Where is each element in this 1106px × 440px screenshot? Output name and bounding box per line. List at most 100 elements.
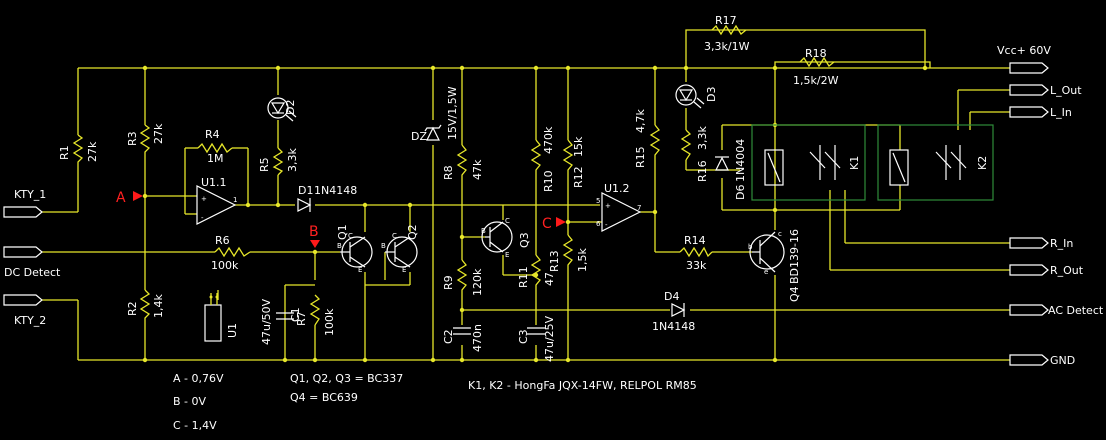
r15-name: R15 (634, 146, 647, 168)
r7-value: 100k (323, 308, 336, 336)
port-r-in-label: R_In (1050, 237, 1073, 250)
diode-d6 (715, 156, 729, 171)
d3-name: D3 (705, 87, 718, 102)
marker-c-label: C (542, 216, 552, 232)
svg-text:C: C (348, 232, 353, 240)
r17-symbol (711, 24, 747, 36)
r6-value: 100k (211, 259, 239, 272)
svg-text:B: B (381, 242, 386, 250)
zener-dz (424, 124, 442, 141)
svg-text:6: 6 (596, 220, 601, 228)
r8-name: R8 (442, 165, 455, 180)
c2-name: C2 (442, 329, 455, 344)
c3-name: C3 (517, 329, 530, 344)
r7-symbol (309, 294, 321, 326)
port-vcc-label: Vcc+ 60V (997, 44, 1051, 57)
r6-name: R6 (215, 234, 230, 247)
r11-symbol (530, 254, 542, 290)
dz-value: 15V/1,5W (446, 86, 459, 140)
svg-text:-: - (605, 221, 608, 229)
d1-name: D1 (298, 184, 313, 197)
k2-name: K2 (976, 156, 989, 170)
svg-text:+: + (201, 195, 207, 203)
r4-name: R4 (205, 128, 220, 141)
svg-text:7: 7 (637, 204, 641, 212)
svg-text:E: E (505, 251, 509, 259)
r7-name: R7 (295, 311, 308, 326)
svg-text:e: e (764, 268, 768, 276)
diode-d4 (671, 303, 686, 317)
r3-name: R3 (126, 131, 139, 146)
r9-symbol (456, 259, 468, 295)
u1-power-pins (204, 293, 222, 342)
u1-name: U1 (226, 323, 239, 338)
svg-text:C: C (505, 217, 510, 225)
r16-name: R16 (696, 160, 709, 182)
c1-name: C1 (289, 307, 302, 322)
d1-part: 1N4148 (314, 184, 357, 197)
led-d3 (675, 84, 705, 109)
r13-value: 1,5k (576, 248, 589, 272)
port-kty1-label: KTY_1 (14, 188, 46, 201)
port-l-out-label: L_Out (1050, 84, 1082, 97)
r11-value: 47 (543, 272, 556, 286)
note-transistors-2: Q4 = BC639 (290, 391, 358, 404)
port-l-in-label: L_In (1050, 106, 1072, 119)
wires (42, 29, 1010, 361)
r18-value: 1,5k/2W (793, 74, 839, 87)
r5-symbol (272, 147, 284, 176)
marker-a-arrow (133, 191, 143, 201)
r12-value: 15k (572, 136, 585, 157)
notes: A - 0,76V B - 0V C - 1,4V Q1, Q2, Q3 = B… (173, 372, 697, 432)
c1-value: 47u/50V (260, 298, 273, 345)
marker-b-label: B (309, 224, 319, 240)
svg-text:b: b (748, 243, 753, 251)
u1-1-name: U1.1 (201, 176, 227, 189)
d4-part: 1N4148 (652, 320, 695, 333)
r15-value: 4,7k (634, 109, 647, 133)
r3-value: 27k (152, 123, 165, 144)
svg-text:B: B (337, 242, 342, 250)
c3-value: 47u/25V (543, 315, 556, 362)
port-kty2-label: KTY_2 (14, 314, 46, 327)
r11-name: R11 (517, 266, 530, 288)
r16-symbol (680, 129, 692, 161)
r18-name: R18 (805, 47, 827, 60)
d6-name: D6 (734, 185, 747, 200)
note-voltage-b: B - 0V (173, 395, 207, 408)
transistor-q4: c b e (748, 230, 785, 276)
svg-text:+: + (605, 202, 611, 210)
note-transistors-1: Q1, Q2, Q3 = BC337 (290, 372, 403, 385)
marker-b-arrow (310, 240, 320, 248)
port-r-out-label: R_Out (1050, 264, 1084, 277)
r1-symbol (72, 134, 84, 165)
c2-value: 470n (471, 324, 484, 352)
dz-name: DZ (411, 130, 427, 143)
r9-name: R9 (442, 275, 455, 290)
svg-text:1: 1 (233, 196, 237, 204)
port-ac-detect-label: AC Detect (1048, 304, 1104, 317)
r2-name: R2 (126, 301, 139, 316)
q3-name: Q3 (518, 232, 531, 248)
r16-value: 3,3k (696, 126, 709, 150)
u1-2-name: U1.2 (604, 182, 630, 195)
svg-text:c: c (778, 230, 782, 238)
r14-value: 33k (686, 259, 707, 272)
r3-symbol (139, 124, 151, 155)
relay-k1 (751, 124, 866, 201)
r9-value: 120k (471, 268, 484, 296)
transistor-q2: C B E (381, 232, 418, 274)
r8-symbol (456, 144, 468, 180)
svg-text:B: B (481, 227, 486, 235)
r14-name: R14 (684, 234, 706, 247)
note-voltage-a: A - 0,76V (173, 372, 224, 385)
r10-value: 470k (542, 126, 555, 154)
svg-text:E: E (402, 266, 406, 274)
r4-symbol (197, 142, 233, 154)
opamp-u1-2: + - 7 5 6 (596, 192, 641, 232)
relay-k2 (877, 124, 994, 201)
capacitor-c1 (276, 312, 294, 320)
port-dc-detect-label: DC Detect (4, 266, 61, 279)
